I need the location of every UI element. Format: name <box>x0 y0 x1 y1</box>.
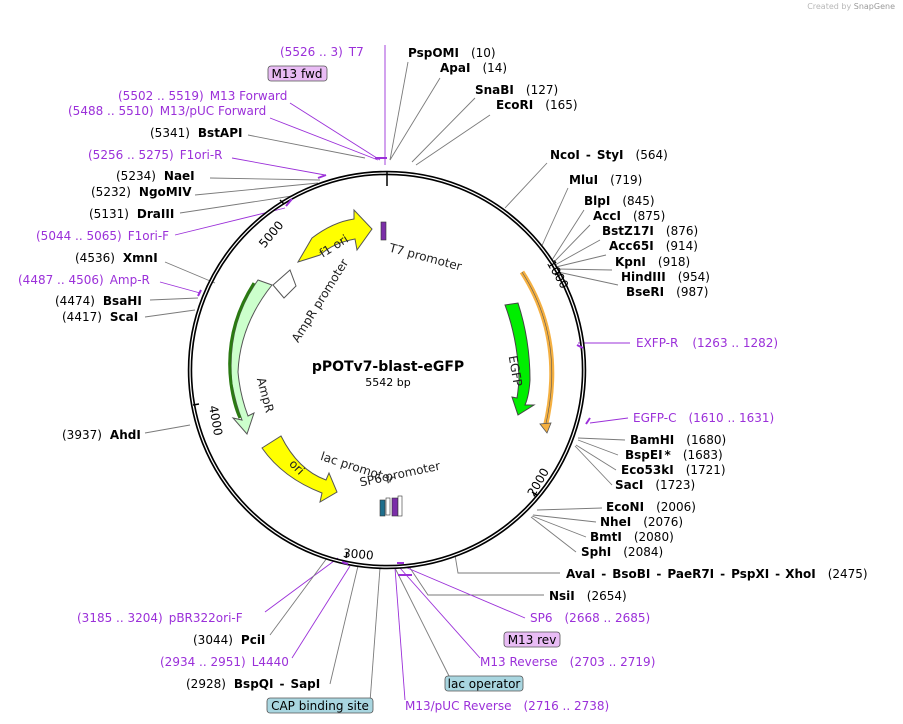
m13-fwd-box-label: M13 fwd <box>272 67 323 81</box>
site-label-f1orif: (5044 .. 5065)F1ori-F <box>36 229 169 243</box>
egfp-label: EGFP <box>506 354 525 387</box>
site-label-f1orir: (5256 .. 5275)F1ori-R <box>88 148 223 162</box>
plasmid-length: 5542 bp <box>365 376 410 389</box>
plasmid-name: pPOTv7-blast-eGFP <box>312 359 464 375</box>
scale-ticks <box>192 172 561 559</box>
site-label-bmti: BmtI(2080) <box>590 530 674 544</box>
site-label-sp6: SP6(2668 .. 2685) <box>530 611 650 625</box>
egfp-feature: EGFP <box>504 302 536 416</box>
site-label-blpi: BlpI(845) <box>584 194 655 208</box>
site-label-bspqi: (2928)BspQI-SapI <box>186 677 320 691</box>
site-label-pspomi: PspOMI(10) <box>408 46 496 60</box>
site-label-l4440: (2934 .. 2951)L4440 <box>160 655 289 669</box>
site-label-scai: (4417)ScaI <box>62 310 138 324</box>
ampr-promoter-label: AmpR promoter <box>289 256 351 344</box>
tick-5000: 5000 <box>256 218 286 250</box>
site-label-bstz17i: BstZ17I(876) <box>602 224 698 238</box>
leader-lines <box>144 45 630 703</box>
site-label-m13rev: M13 Reverse(2703 .. 2719) <box>480 655 655 669</box>
site-label-bspei: BspEI*(1683) <box>625 448 723 462</box>
site-label-m13fwd: (5502 .. 5519)M13 Forward <box>118 89 287 103</box>
site-label-nhei: NheI(2076) <box>600 515 683 529</box>
site-label-pcii: (3044)PciI <box>193 633 265 647</box>
promoter-marks <box>379 221 403 517</box>
site-label-ampr-primer: (4487 .. 4506)Amp-R <box>18 273 150 287</box>
cap-binding-site-box-label: CAP binding site <box>271 699 369 713</box>
site-label-nsii: NsiI(2654) <box>549 589 627 603</box>
site-label-saci: SacI(1723) <box>615 478 695 492</box>
site-label-econi: EcoNI(2006) <box>606 500 696 514</box>
site-labels: (5526 .. 3)T7 PspOMI(10) ApaI(14) SnaBI(… <box>18 45 868 713</box>
lac-operator-box: lac operator <box>444 675 524 692</box>
site-label-kpni: KpnI(918) <box>615 255 690 269</box>
site-label-ncoi: NcoI-StyI(564) <box>550 148 668 162</box>
ampr-label: AmpR <box>254 376 277 414</box>
site-label-bamhi: BamHI(1680) <box>630 433 726 447</box>
site-label-acc65i: Acc65I(914) <box>609 239 698 253</box>
site-label-sphi: SphI(2084) <box>581 545 663 559</box>
site-label-dralll: (5131)DraIII <box>89 207 174 221</box>
lac-operator-box-label: lac operator <box>448 677 521 691</box>
m13-rev-box-label: M13 rev <box>508 633 557 647</box>
site-label-avai: AvaI-BsoBI-PaeR7I-PspXI-XhoI(2475) <box>566 567 868 581</box>
t7-promoter-label: T7 promoter <box>387 240 464 273</box>
site-label-m13pucrev: M13/pUC Reverse(2716 .. 2738) <box>405 699 609 713</box>
site-label-mlui: MluI(719) <box>569 173 642 187</box>
tick-3000: 3000 <box>343 546 375 563</box>
site-label-snabi: SnaBI(127) <box>475 83 558 97</box>
created-by-credit: Created by SnapGene <box>807 2 895 11</box>
primer-marks <box>197 157 591 576</box>
credit-prefix: Created by <box>807 2 852 11</box>
site-label-bstapi: (5341)BstAPI <box>150 126 242 140</box>
site-label-xmni: (4536)XmnI <box>75 251 158 265</box>
f1-ori-feature: f1 ori <box>296 208 373 263</box>
site-label-hindiii: HindIII(954) <box>621 270 710 284</box>
site-label-m13pucfwd: (5488 .. 5510)M13/pUC Forward <box>68 104 266 118</box>
site-label-eco53ki: Eco53kI(1721) <box>621 463 726 477</box>
site-label-bsahi: (4474)BsaHI <box>55 294 142 308</box>
tick-4000: 4000 <box>206 404 225 437</box>
site-label-ngomiv: (5232)NgoMIV <box>91 185 192 199</box>
blast-arc-feature <box>519 270 555 434</box>
site-label-naei: (5234)NaeI <box>116 169 195 183</box>
site-label-apai: ApaI(14) <box>440 61 507 75</box>
snapgene-logo: SnapGene <box>853 2 895 11</box>
site-label-pbr322: (3185 .. 3204)pBR322ori-F <box>77 611 243 625</box>
site-label-acci: AccI(875) <box>593 209 665 223</box>
m13-rev-box: M13 rev <box>503 631 561 648</box>
site-label-egfpc: EGFP-C(1610 .. 1631) <box>633 411 774 425</box>
ori-feature: ori <box>261 435 338 504</box>
site-label-ecori: EcoRI(165) <box>496 98 578 112</box>
site-label-exfpr: EXFP-R(1263 .. 1282) <box>636 336 778 350</box>
site-label-t7: (5526 .. 3)T7 <box>280 45 364 59</box>
cap-binding-site-box: CAP binding site <box>266 697 374 714</box>
m13-fwd-box: M13 fwd <box>267 65 328 82</box>
site-label-bseri: BseRI(987) <box>626 285 708 299</box>
ampr-feature: AmpR <box>228 279 277 435</box>
site-label-ahdi: (3937)AhdI <box>62 428 141 442</box>
ampr-promoter-feature: AmpR promoter <box>272 256 351 345</box>
